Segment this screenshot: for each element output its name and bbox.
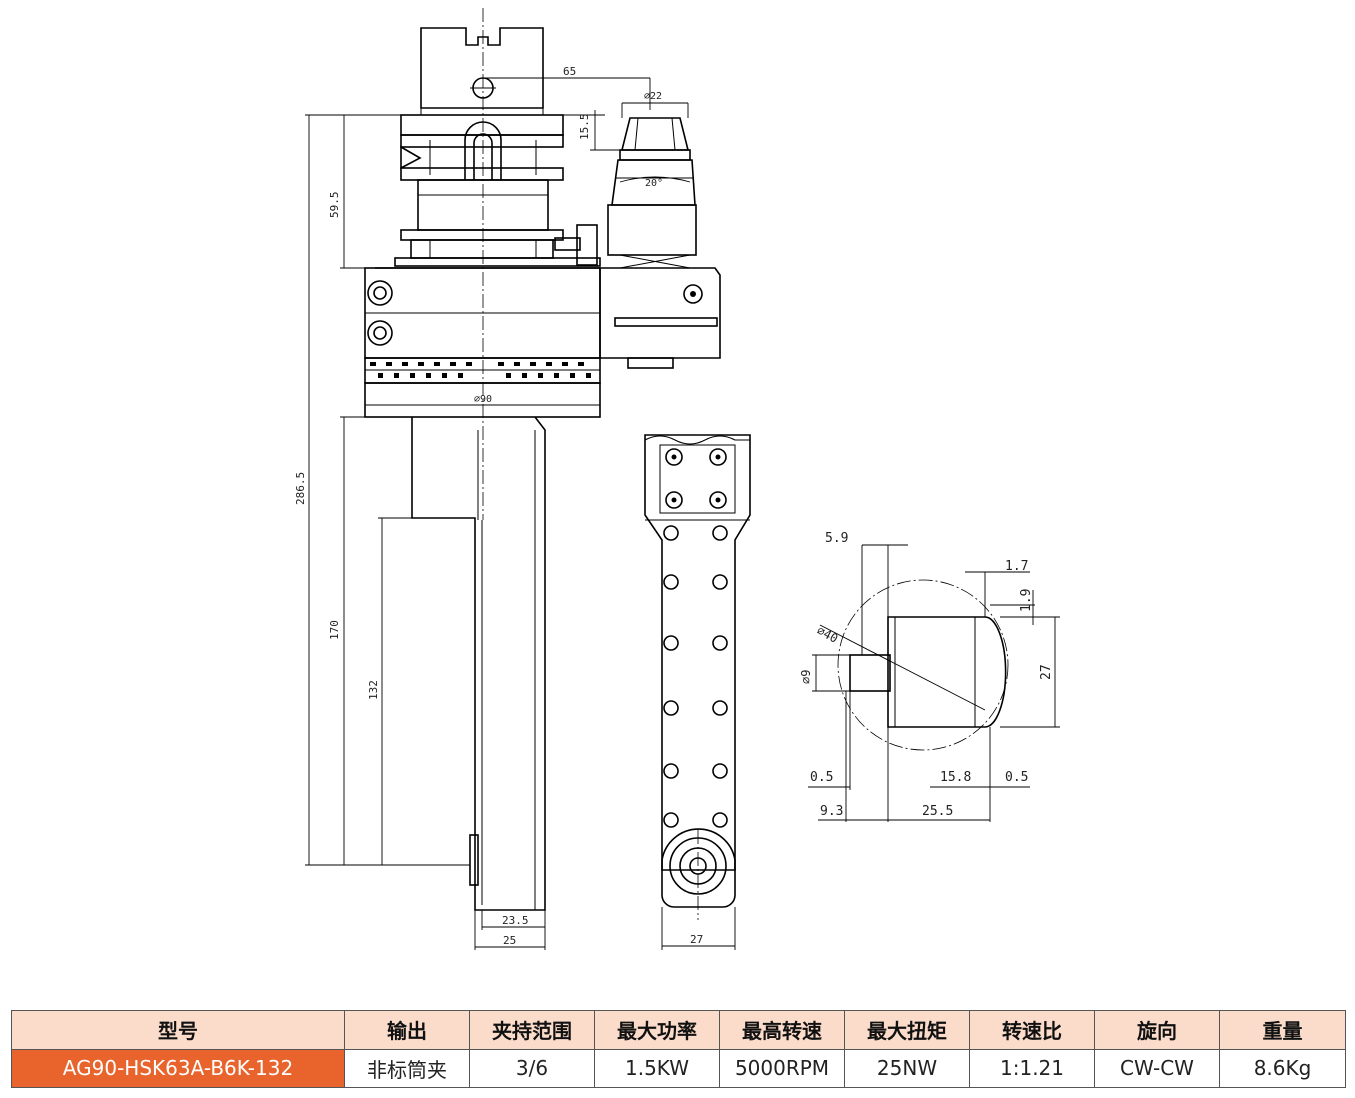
dim-0-5a: 0.5 [810, 770, 833, 785]
header-weight: 重量 [1219, 1010, 1346, 1050]
dim-132: 132 [367, 680, 380, 700]
dim-1-9: 1.9 [1019, 589, 1034, 612]
side-view [364, 8, 721, 911]
dim-9-3: 9.3 [820, 804, 843, 819]
dim-170: 170 [328, 620, 341, 640]
front-arm-view: 27 [644, 434, 751, 950]
value-model: AG90-HSK63A-B6K-132 [11, 1048, 345, 1088]
dim-40: ⌀40 [815, 623, 841, 646]
value-output: 非标筒夹 [344, 1048, 470, 1088]
dim-90: ⌀90 [474, 394, 492, 405]
dim-9: ⌀9 [799, 670, 813, 684]
technical-drawing: 65 ⌀22 15.5 20° 59.5 ⌀90 286.5 170 132 2… [294, 8, 1060, 950]
dim-15-5: 15.5 [578, 114, 591, 141]
dim-286-5: 286.5 [294, 472, 307, 505]
dim-27a: 27 [690, 933, 703, 946]
value-weight: 8.6Kg [1219, 1048, 1346, 1088]
dim-0-5b: 0.5 [1005, 770, 1028, 785]
dim-22: ⌀22 [644, 91, 662, 102]
dim-25-5: 25.5 [922, 804, 953, 819]
dim-59-5: 59.5 [328, 192, 341, 219]
header-max-torque: 最大扭矩 [844, 1010, 970, 1050]
collet-detail-view: ⌀40 5.9 1.7 1.9 27 ⌀9 0.5 15.8 0.5 9.3 2… [799, 531, 1060, 822]
dim-25: 25 [503, 934, 516, 947]
spec-header-row: 型号 输出 夹持范围 最大功率 最高转速 最大扭矩 转速比 旋向 重量 [11, 1010, 1346, 1050]
value-clamp-range: 3/6 [469, 1048, 595, 1088]
dim-23-5: 23.5 [502, 914, 529, 927]
value-rotation: CW-CW [1094, 1048, 1220, 1088]
header-max-power: 最大功率 [594, 1010, 720, 1050]
header-max-speed: 最高转速 [719, 1010, 845, 1050]
value-max-torque: 25NW [844, 1048, 970, 1088]
header-clamp-range: 夹持范围 [469, 1010, 595, 1050]
value-speed-ratio: 1:1.21 [969, 1048, 1095, 1088]
dim-15-8: 15.8 [940, 770, 971, 785]
dim-5-9: 5.9 [825, 531, 848, 546]
dim-27b: 27 [1039, 664, 1054, 680]
value-max-speed: 5000RPM [719, 1048, 845, 1088]
header-rotation: 旋向 [1094, 1010, 1220, 1050]
header-model: 型号 [11, 1010, 345, 1050]
spec-table: 型号 输出 夹持范围 最大功率 最高转速 最大扭矩 转速比 旋向 重量 AG90… [11, 1010, 1346, 1088]
dim-20deg: 20° [645, 178, 663, 189]
main-view-dimensions: 65 ⌀22 15.5 20° 59.5 ⌀90 286.5 170 132 2… [294, 65, 691, 950]
value-max-power: 1.5KW [594, 1048, 720, 1088]
dim-1-7: 1.7 [1005, 559, 1028, 574]
header-speed-ratio: 转速比 [969, 1010, 1095, 1050]
header-output: 输出 [344, 1010, 470, 1050]
spec-value-row: AG90-HSK63A-B6K-132 非标筒夹 3/6 1.5KW 5000R… [11, 1048, 1346, 1088]
dim-65: 65 [563, 65, 576, 78]
